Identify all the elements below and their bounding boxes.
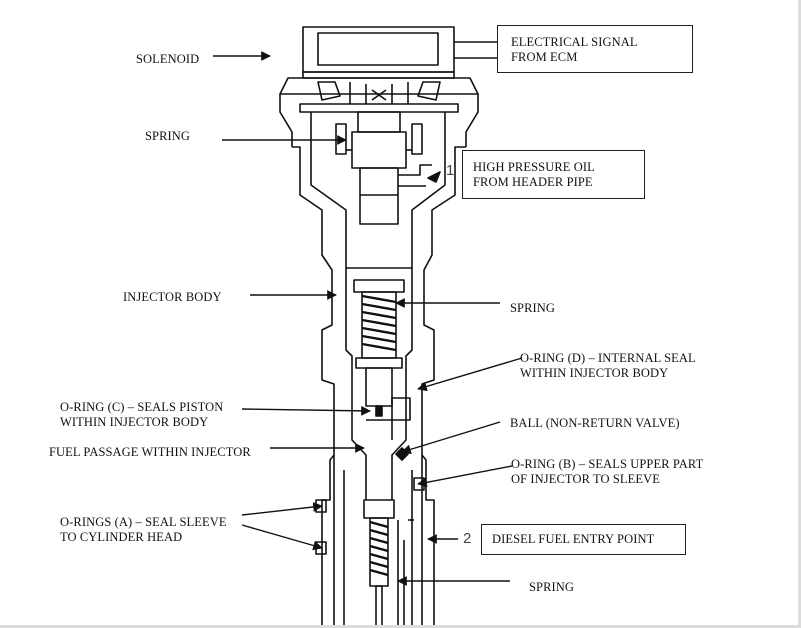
- leader-oring-a-upper: [241, 502, 323, 516]
- label-box-high-pressure-oil: HIGH PRESSURE OIL FROM HEADER PIPE: [462, 150, 645, 199]
- label-box-diesel-entry: DIESEL FUEL ENTRY POINT: [481, 524, 686, 555]
- label-fuel-passage: FUEL PASSAGE WITHIN INJECTOR: [49, 445, 251, 459]
- label-oring-d: O-RING (D) – INTERNAL SEAL WITHIN INJECT…: [520, 351, 696, 380]
- label-box-electrical-signal: ELECTRICAL SIGNAL FROM ECM: [497, 25, 693, 73]
- label-oring-c: O-RING (C) – SEALS PISTON WITHIN INJECTO…: [60, 400, 224, 429]
- label-electrical-signal: ELECTRICAL SIGNAL FROM ECM: [511, 35, 638, 64]
- label-diesel-entry: DIESEL FUEL ENTRY POINT: [492, 532, 655, 546]
- callout-number-2: 2: [463, 530, 472, 547]
- viewer-edge-right: [798, 0, 801, 628]
- label-high-pressure-oil: HIGH PRESSURE OIL FROM HEADER PIPE: [473, 160, 595, 189]
- label-injector-body: INJECTOR BODY: [123, 290, 222, 304]
- label-orings-a: O-RINGS (A) – SEAL SLEEVE TO CYLINDER HE…: [60, 515, 227, 544]
- upper-body: [292, 111, 466, 290]
- leader-oring-b: [417, 465, 513, 488]
- leader-oring-a-lower: [241, 524, 323, 551]
- solenoid-housing: [279, 26, 497, 147]
- label-oring-b: O-RING (B) – SEALS UPPER PART OF INJECTO…: [511, 457, 704, 486]
- label-spring-bottom: SPRING: [529, 580, 575, 594]
- label-spring-top: SPRING: [145, 129, 191, 143]
- middle-body: [321, 268, 435, 628]
- viewer-edge-bottom: [0, 625, 801, 628]
- leader-ball: [401, 421, 501, 455]
- callout-number-1: 1: [446, 162, 455, 179]
- label-ball-valve: BALL (NON-RETURN VALVE): [510, 416, 680, 430]
- leader-lines: [213, 51, 523, 586]
- label-spring-mid: SPRING: [510, 301, 556, 315]
- leader-oring-d: [417, 357, 523, 392]
- leader-oring-c: [241, 405, 371, 416]
- label-solenoid: SOLENOID: [136, 52, 200, 66]
